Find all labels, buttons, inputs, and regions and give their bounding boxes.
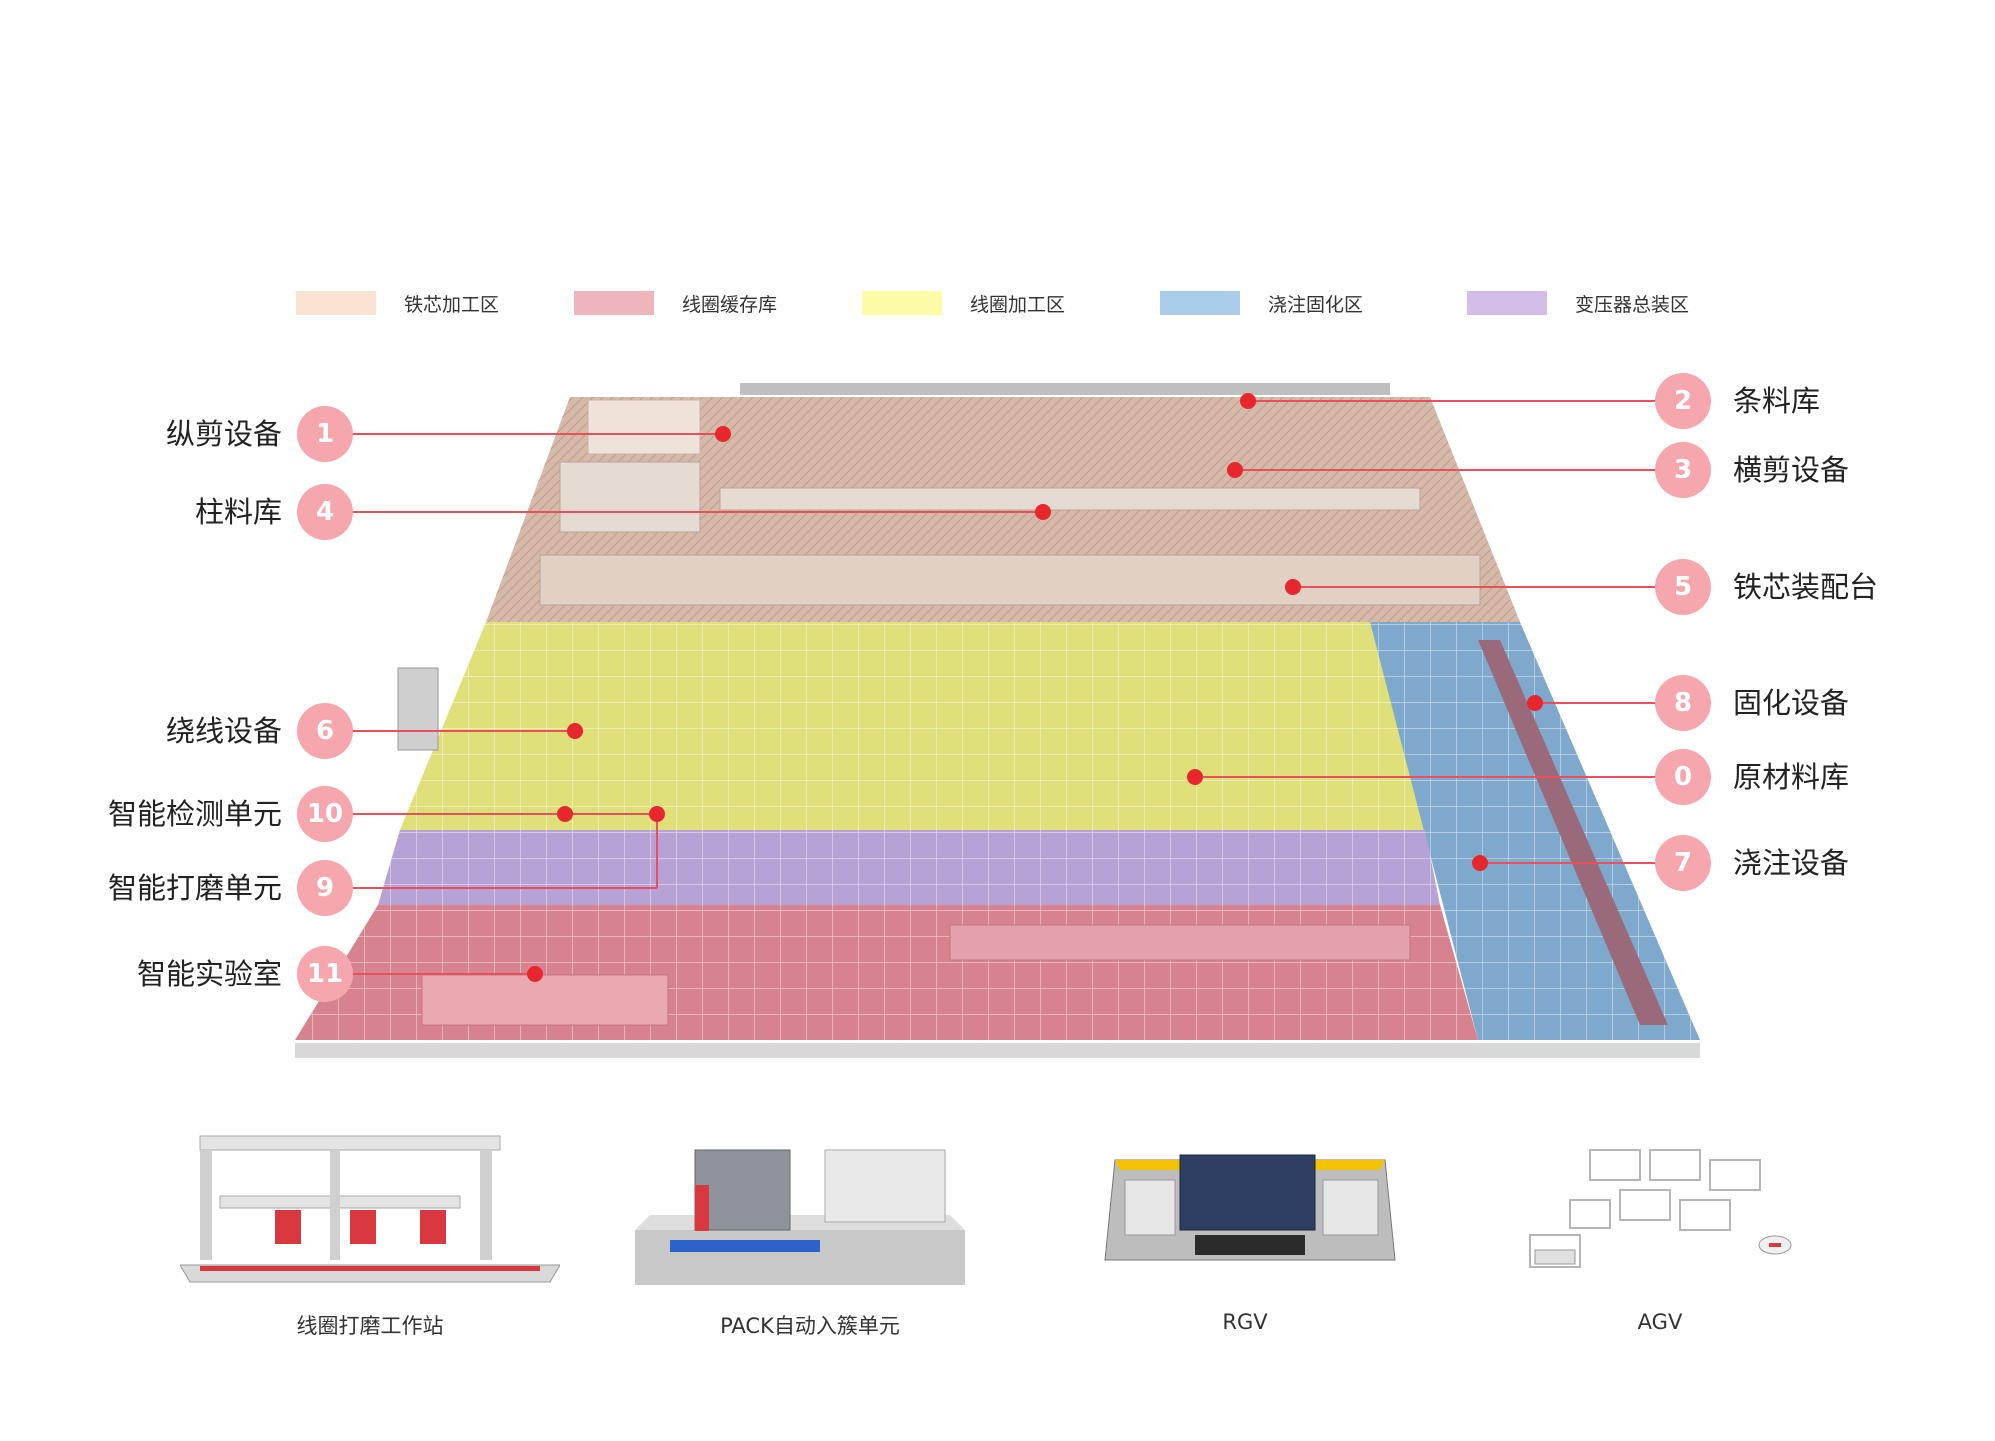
marker-1 (715, 426, 731, 442)
marker-0 (1187, 769, 1203, 785)
legend-item-coil-processing: 线圈加工区 (862, 283, 1065, 323)
marker-11 (527, 966, 543, 982)
cross-shear-line (719, 487, 1421, 511)
callout-badge: 1 (297, 406, 353, 462)
callout-badge: 4 (297, 484, 353, 540)
callout-badge: 10 (297, 786, 353, 842)
callout-badge: 11 (297, 946, 353, 1002)
legend-item-casting-curing: 浇注固化区 (1160, 283, 1363, 323)
floor-slab-base (295, 1043, 1700, 1058)
marker-3 (1227, 462, 1243, 478)
marker-8 (1527, 695, 1543, 711)
agv-vehicle-icon (1529, 1149, 1792, 1268)
legend-label: 线圈缓存库 (682, 293, 778, 316)
callout-label: 纵剪设备 (165, 417, 282, 451)
equipment-label: AGV (1637, 1310, 1683, 1334)
callout-badge: 3 (1655, 442, 1711, 498)
equipment-agv: AGV (1470, 1110, 1850, 1350)
callout-badge: 9 (297, 860, 353, 916)
callout-badge: 6 (297, 703, 353, 759)
curing-oven-line (1478, 640, 1668, 1025)
callout-label: 固化设备 (1733, 686, 1850, 720)
equipment-label: RGV (1222, 1310, 1268, 1334)
callout-badge: 8 (1655, 675, 1711, 731)
legend-item-final-assembly: 变压器总装区 (1467, 283, 1689, 323)
marker-2 (1240, 393, 1256, 409)
legend-swatch (862, 291, 942, 315)
callout-label: 绕线设备 (165, 714, 282, 748)
marker-6 (567, 723, 583, 739)
callout-badge: 7 (1655, 835, 1711, 891)
core-assembly-bench (539, 554, 1481, 606)
callout-badge: 5 (1655, 559, 1711, 615)
legend-swatch (574, 291, 654, 315)
rgv-vehicle-icon (1104, 1154, 1396, 1261)
callout-label: 浇注设备 (1733, 846, 1850, 880)
callout-label: 智能打磨单元 (107, 871, 282, 905)
legend-label: 线圈加工区 (970, 293, 1066, 316)
marker-7 (1472, 855, 1488, 871)
office-block (587, 399, 701, 455)
coil-grinding-station-icon (180, 1135, 560, 1283)
zone-legend: 铁芯加工区 线圈缓存库 线圈加工区 浇注固化区 变压器总装区 (0, 283, 1995, 323)
legend-label: 铁芯加工区 (404, 293, 500, 316)
buffer-rack (949, 924, 1411, 961)
legend-label: 浇注固化区 (1268, 293, 1364, 316)
callout-label: 智能实验室 (136, 957, 282, 991)
callout-badge: 0 (1655, 749, 1711, 805)
column-storage-rack (559, 461, 701, 533)
callout-label: 铁芯装配台 (1733, 570, 1879, 604)
equipment-rgv: RGV (1055, 1110, 1435, 1350)
legend-item-coil-buffer: 线圈缓存库 (574, 283, 777, 323)
callout-label: 柱料库 (194, 495, 282, 529)
legend-item-core-processing: 铁芯加工区 (296, 283, 499, 323)
equipment-coil-grinding-station: 线圈打磨工作站 (180, 1110, 560, 1350)
pack-cluster-unit-icon (635, 1149, 965, 1285)
legend-swatch (296, 291, 376, 315)
marker-10 (557, 806, 573, 822)
callout-label: 条料库 (1733, 384, 1821, 418)
marker-4 (1035, 504, 1051, 520)
equipment-label: PACK自动入簇单元 (720, 1314, 900, 1338)
equipment-label: 线圈打磨工作站 (296, 1314, 444, 1338)
callout-label: 智能检测单元 (107, 797, 282, 831)
side-conveyor (397, 667, 439, 751)
laboratory-room (421, 974, 669, 1026)
callout-label: 横剪设备 (1733, 453, 1850, 487)
callout-label: 原材料库 (1733, 760, 1850, 794)
marker-5 (1285, 579, 1301, 595)
legend-swatch (1467, 291, 1547, 315)
equipment-pack-cluster-unit: PACK自动入簇单元 (620, 1110, 1000, 1350)
callout-badge: 2 (1655, 373, 1711, 429)
legend-swatch (1160, 291, 1240, 315)
legend-label: 变压器总装区 (1575, 293, 1690, 316)
strip-storage-rack (740, 383, 1390, 395)
marker-9 (649, 806, 665, 822)
